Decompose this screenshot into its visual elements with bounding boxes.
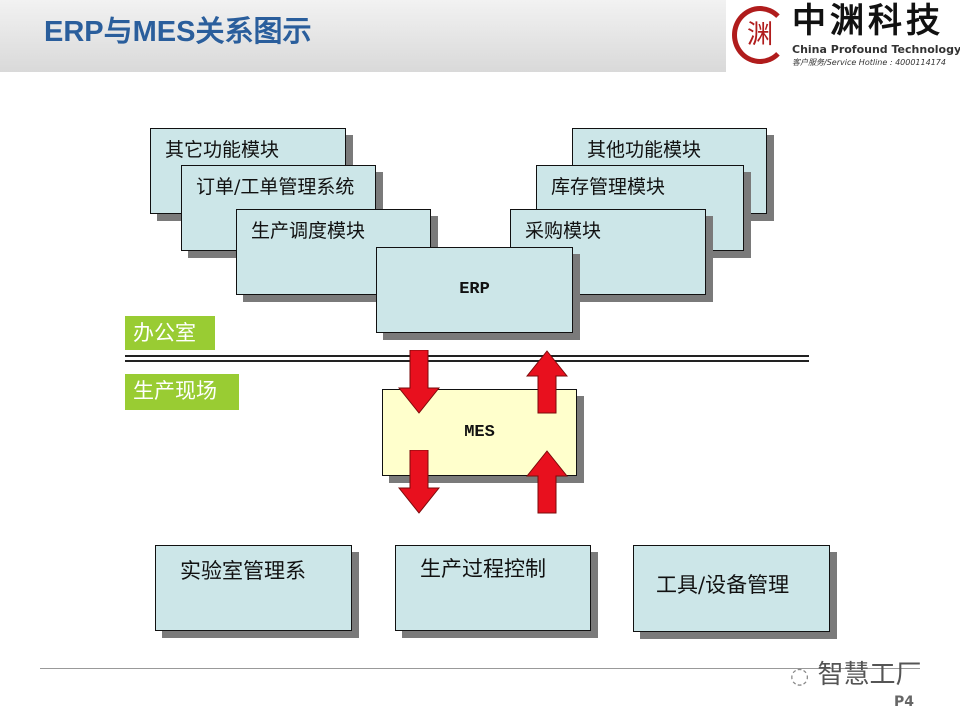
arrow-down-icon <box>398 450 440 514</box>
module-label: 采购模块 <box>525 220 602 242</box>
header-bar <box>0 0 726 72</box>
zone-office-label: 办公室 <box>125 316 215 350</box>
lab-management-box: 实验室管理系 <box>155 545 352 631</box>
arrow-up-icon <box>526 350 568 414</box>
company-logo: 渊 中渊科技 China Profound Technology 客户服务/Se… <box>726 0 960 72</box>
box-label: 工具/设备管理 <box>656 573 790 597</box>
process-control-box: 生产过程控制 <box>395 545 591 631</box>
logo-emblem-icon: 渊 <box>732 6 788 64</box>
page-title: ERP与MES关系图示 <box>44 16 312 48</box>
box-label: 实验室管理系 <box>180 559 306 583</box>
equipment-management-box: 工具/设备管理 <box>633 545 830 632</box>
erp-box: ERP <box>376 247 573 333</box>
zone-shopfloor-label: 生产现场 <box>125 374 239 410</box>
watermark-text: 智慧工厂 <box>817 660 922 690</box>
wechat-icon: ◌ <box>790 664 810 689</box>
page-number: P4 <box>894 694 915 710</box>
logo-name-en: China Profound Technology <box>792 43 960 56</box>
module-label: 库存管理模块 <box>551 176 666 198</box>
module-label: 生产调度模块 <box>251 220 366 242</box>
module-label: 其他功能模块 <box>587 139 702 161</box>
logo-name-cn: 中渊科技 <box>792 1 944 41</box>
divider-line <box>125 355 809 357</box>
divider-line-2 <box>125 360 809 362</box>
footer-line <box>40 668 920 669</box>
module-label: 其它功能模块 <box>165 139 280 161</box>
arrow-up-icon <box>526 450 568 514</box>
watermark: ◌ 智慧工厂 <box>790 660 921 690</box>
box-label: 生产过程控制 <box>420 557 546 581</box>
arrow-down-icon <box>398 350 440 414</box>
logo-hotline: 客户服务/Service Hotline : 4000114174 <box>792 58 946 67</box>
module-label: 订单/工单管理系统 <box>196 176 355 198</box>
